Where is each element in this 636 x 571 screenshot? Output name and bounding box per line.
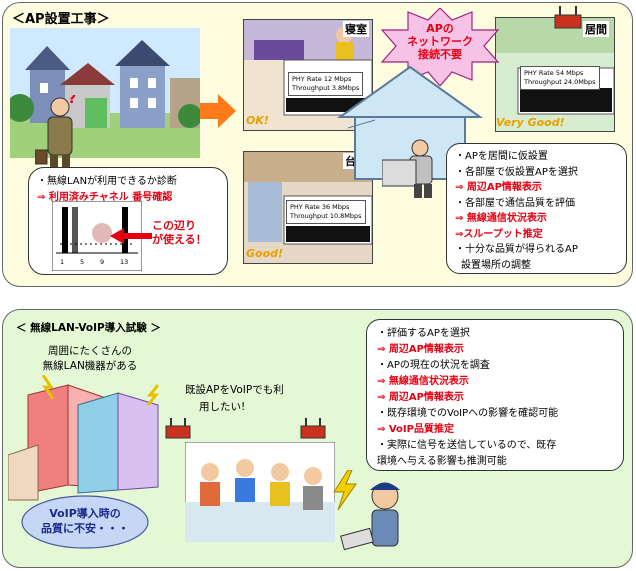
step-highlight: ⇒ VoIP品質推定 bbox=[377, 424, 454, 435]
installation-steps-callout: ・APを居間に仮設置 ・各部屋で仮設置APを選択 ⇒ 周辺AP情報表示 ・各部屋… bbox=[446, 143, 627, 274]
office-illustration bbox=[185, 442, 335, 542]
bedroom-screenshot: PHY Rate 12 Mbps Throughput 3.8Mbps OK! bbox=[243, 19, 373, 131]
step-text: ・各部屋で仮設置APを選択 bbox=[455, 166, 578, 178]
step-text: ・既存環境でのVoIPへの影響を確認可能 bbox=[377, 408, 559, 419]
living-throughput: Throughput 24.0Mbps bbox=[524, 78, 596, 86]
right-arrow-icon bbox=[200, 94, 236, 128]
kitchen-throughput: Throughput 10.8Mbps bbox=[290, 212, 362, 220]
pointer-arrow-icon bbox=[110, 228, 152, 244]
surrounding-line2: 無線LAN機器がある bbox=[42, 360, 138, 372]
worry-bubble-icon bbox=[21, 495, 149, 549]
step-text: ・十分な品質が得られるAP bbox=[455, 244, 578, 255]
panel-title: ＜AP設置工事＞ bbox=[12, 12, 110, 27]
tick-1: 1 bbox=[60, 258, 65, 266]
step-highlight: ⇒ 無線通信状況表示 bbox=[377, 376, 469, 387]
step-highlight: ⇒ 周辺AP情報表示 bbox=[377, 392, 464, 403]
step-text: ・実際に信号を送信しているので、既存 bbox=[377, 440, 557, 451]
step-text: 設置場所の調整 bbox=[461, 259, 531, 271]
step-text: ・APの現在の状況を調査 bbox=[377, 360, 490, 371]
step-text: ・各部屋で通信品質を評価 bbox=[455, 197, 575, 209]
step-highlight: ⇒ 周辺AP情報表示 bbox=[377, 344, 464, 355]
tick-9: 9 bbox=[100, 258, 105, 266]
access-point-icon bbox=[165, 418, 191, 439]
existing-ap-line2: 用したい! bbox=[199, 401, 246, 413]
tick-5: 5 bbox=[80, 258, 85, 266]
existing-ap-line1: 既設APをVoIPでも利 bbox=[185, 384, 284, 396]
diagnose-text: ・無線LANが利用できるか診断 bbox=[37, 176, 177, 187]
surrounding-line1: 周囲にたくさんの bbox=[48, 345, 132, 357]
channel-note: この辺り が使える！ bbox=[152, 219, 207, 247]
cloud-line3: 接続不要 bbox=[418, 48, 462, 61]
cloud-text: APの ネットワーク 接続不要 bbox=[395, 22, 485, 61]
worry-line1: VoIP導入時の bbox=[49, 507, 121, 520]
bedroom-throughput: Throughput 3.8Mbps bbox=[292, 84, 360, 92]
step-text: 環境へ与える影響も推測可能 bbox=[377, 456, 507, 467]
tick-13: 13 bbox=[120, 258, 129, 266]
bedroom-phy-rate: PHY Rate 12 Mbps bbox=[292, 75, 352, 83]
kitchen-phy-rate: PHY Rate 36 Mbps bbox=[290, 203, 350, 211]
step-text: ・APを居間に仮設置 bbox=[455, 151, 548, 162]
living-label: 居間 bbox=[583, 21, 609, 37]
existing-ap-note: 既設APをVoIPでも利 用したい! bbox=[185, 382, 284, 416]
lightning-icon bbox=[333, 470, 357, 510]
access-point-icon bbox=[554, 6, 582, 29]
kitchen-verdict: Good! bbox=[246, 247, 284, 260]
channel-note-line2: が使える！ bbox=[152, 233, 207, 246]
step-highlight: ⇒ 無線通信状況表示 bbox=[455, 213, 547, 224]
bedroom-verdict: OK! bbox=[246, 114, 269, 127]
cloud-line2: ネットワーク bbox=[407, 35, 473, 48]
cloud-line1: APの bbox=[426, 22, 454, 35]
buildings-illustration bbox=[8, 375, 160, 501]
engineer-icon bbox=[382, 139, 433, 198]
kitchen-screenshot: PHY Rate 36 Mbps Throughput 10.8Mbps Goo… bbox=[243, 151, 373, 264]
step-text: ・評価するAPを選択 bbox=[377, 328, 470, 339]
engineer-laptop-icon bbox=[340, 482, 400, 551]
kitchen-rate: PHY Rate 36 Mbps Throughput 10.8Mbps bbox=[286, 200, 366, 224]
living-phy-rate: PHY Rate 54 Mbps bbox=[524, 69, 584, 77]
voip-steps-callout: ・評価するAPを選択 ⇒ 周辺AP情報表示 ・APの現在の状況を調査 ⇒ 無線通… bbox=[366, 319, 624, 471]
living-verdict: Very Good! bbox=[496, 116, 565, 129]
worry-text: VoIP導入時の 品質に不安・・・ bbox=[20, 506, 150, 536]
access-point-icon bbox=[300, 418, 326, 439]
step-highlight: ⇒ 周辺AP情報表示 bbox=[455, 182, 542, 193]
house-icon bbox=[336, 65, 484, 180]
surrounding-note: 周囲にたくさんの 無線LAN機器がある bbox=[30, 344, 150, 374]
diagnose-highlight: ⇒ 利用済みチャネル 番号確認 bbox=[37, 192, 173, 203]
bedroom-rate: PHY Rate 12 Mbps Throughput 3.8Mbps bbox=[288, 72, 364, 96]
living-rate: PHY Rate 54 Mbps Throughput 24.0Mbps bbox=[520, 66, 600, 90]
bedroom-label: 寝室 bbox=[343, 21, 369, 37]
panel-title: ＜ 無線LAN-VoIP導入試験 ＞ bbox=[16, 322, 161, 334]
town-illustration bbox=[10, 28, 200, 158]
step-highlight: ⇒スループット推定 bbox=[455, 228, 543, 240]
channel-note-line1: この辺り bbox=[152, 219, 196, 232]
worry-line2: 品質に不安・・・ bbox=[41, 522, 129, 535]
svg-text:?: ? bbox=[68, 95, 76, 107]
